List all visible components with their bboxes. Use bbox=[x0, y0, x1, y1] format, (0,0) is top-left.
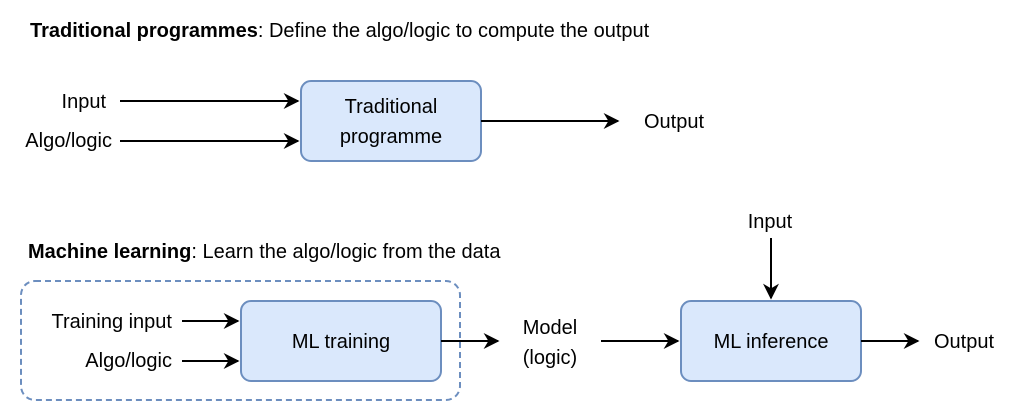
ml-training-node: ML training bbox=[240, 300, 442, 382]
traditional-algo-label: Algo/logic bbox=[25, 130, 112, 152]
ml-training-group-outline bbox=[20, 280, 461, 401]
ml-inference-input-label: Input bbox=[748, 211, 793, 233]
traditional-input-label: Input bbox=[62, 91, 107, 113]
ml-training-label: ML training bbox=[292, 331, 390, 353]
traditional-title: Traditional programmes: Define the algo/… bbox=[30, 20, 650, 42]
ml-output-label: Output bbox=[934, 331, 994, 353]
ml-training-input-label: Training input bbox=[52, 311, 173, 333]
ml-title: Machine learning: Learn the algo/logic f… bbox=[28, 241, 501, 263]
ml-title-rest: : Learn the algo/logic from the data bbox=[191, 241, 501, 263]
traditional-programme-line-1: Traditional bbox=[345, 96, 438, 118]
model-label-line-1: Model bbox=[523, 317, 577, 339]
traditional-programme-node: Traditional programme bbox=[300, 80, 482, 162]
ml-inference-node: ML inference bbox=[680, 300, 862, 382]
traditional-title-bold: Traditional programmes bbox=[30, 20, 258, 42]
ml-algo-label: Algo/logic bbox=[85, 350, 172, 372]
traditional-programme-line-2: programme bbox=[340, 126, 442, 148]
model-label-line-2: (logic) bbox=[523, 347, 577, 369]
ml-inference-label: ML inference bbox=[714, 331, 829, 353]
traditional-title-rest: : Define the algo/logic to compute the o… bbox=[258, 20, 650, 42]
traditional-programme-box bbox=[300, 80, 482, 162]
ml-title-bold: Machine learning bbox=[28, 241, 191, 263]
traditional-output-label: Output bbox=[644, 111, 704, 133]
